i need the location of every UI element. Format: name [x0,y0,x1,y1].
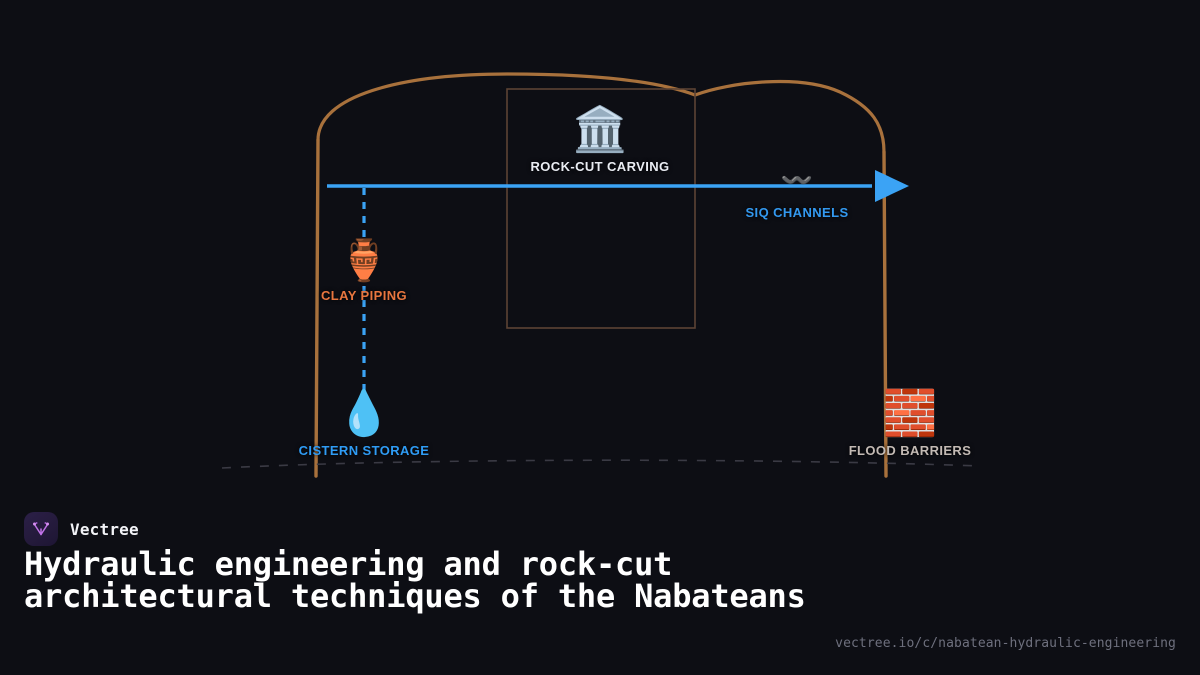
left-arch-path [316,72,697,142]
diagram-node-clay-piping[interactable]: 🏺 CLAY PIPING [321,241,407,303]
rock-facade-outline [314,72,888,478]
brand-row[interactable]: Vectree [24,512,139,546]
left-pillar [314,138,320,478]
ground-line [221,459,981,469]
footer: Vectree Hydraulic engineering and rock-c… [0,500,1200,675]
node-label-clay-piping: CLAY PIPING [320,288,408,303]
diagram-node-siq-channels[interactable]: 〰️ SIQ CHANNELS [745,168,848,220]
diagram-node-flood-barriers[interactable]: 🧱 FLOOD BARRIERS [848,388,972,459]
footer-url: vectree.io/c/nabatean-hydraulic-engineer… [835,636,1176,651]
page-title: Hydraulic engineering and rock-cut archi… [24,545,806,615]
vectree-tree-logo-icon [24,512,58,546]
node-label-cistern-storage: CISTERN STORAGE [298,443,430,458]
diagram-node-rock-cut-carving[interactable]: 🏛️ ROCK-CUT CARVING [530,104,670,175]
brick-wall-icon: 🧱 [882,388,938,439]
amphora-icon: 🏺 [339,238,389,284]
water-flow-line [327,170,909,202]
brand-name: Vectree [70,519,139,539]
right-pillar [882,150,888,478]
wavy-dash-icon: 〰️ [780,166,814,196]
water-droplet-icon: 💧 [336,388,392,439]
diagram-canvas: 🏛️ ROCK-CUT CARVING 〰️ SIQ CHANNELS 🏺 CL… [221,72,981,478]
node-label-siq-channels: SIQ CHANNELS [745,205,849,220]
classical-building-icon: 🏛️ [572,104,628,155]
node-label-flood-barriers: FLOOD BARRIERS [848,443,972,458]
inner-chamber-frame [506,88,696,329]
diagram-svg [221,72,981,478]
diagram-node-cistern-storage[interactable]: 💧 CISTERN STORAGE [298,388,430,459]
node-label-rock-cut-carving: ROCK-CUT CARVING [530,159,670,174]
right-arch-path [693,79,886,154]
